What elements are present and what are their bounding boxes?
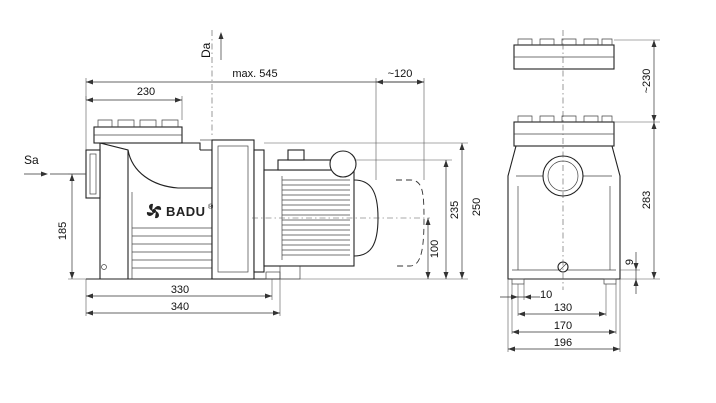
dim-front-height: 283 bbox=[641, 191, 653, 209]
brand-logo-text: BADU bbox=[166, 204, 206, 219]
dim-hole-spacing: 130 bbox=[554, 302, 572, 314]
dim-shaft-height: 100 bbox=[429, 240, 441, 258]
dim-base-width: 170 bbox=[554, 320, 572, 332]
discharge-port-label: Da bbox=[199, 42, 213, 58]
dim-lid-clearance: ~230 bbox=[641, 69, 653, 94]
dim-foot-width: 10 bbox=[540, 289, 552, 301]
dim-prefilter-length: 230 bbox=[137, 86, 155, 98]
dim-foot-height: 9 bbox=[624, 259, 636, 265]
registered-mark: ® bbox=[208, 203, 214, 211]
dim-base-length-b: 340 bbox=[171, 301, 189, 313]
dim-overall-width: 196 bbox=[554, 337, 572, 349]
brand-logo: BADU ® bbox=[146, 203, 214, 219]
side-view: BADU ® bbox=[85, 30, 430, 280]
dim-overall-length: max. 545 bbox=[232, 68, 277, 80]
motor-fins bbox=[281, 176, 350, 260]
dim-suction-height: 185 bbox=[57, 222, 69, 240]
dim-total-height: 250 bbox=[471, 198, 483, 216]
dim-motor-height: 235 bbox=[449, 201, 461, 219]
front-view-dimensions: ~230 283 9 10 130 170 bbox=[500, 39, 660, 352]
fan-icon bbox=[146, 203, 162, 219]
dim-motor-clearance: ~120 bbox=[388, 68, 413, 80]
front-view bbox=[507, 30, 621, 290]
suction-port-label: Sa bbox=[24, 153, 39, 167]
dim-base-length-a: 330 bbox=[171, 284, 189, 296]
side-view-dimensions: max. 545 ~120 230 Sa Da 185 250 bbox=[24, 32, 483, 316]
